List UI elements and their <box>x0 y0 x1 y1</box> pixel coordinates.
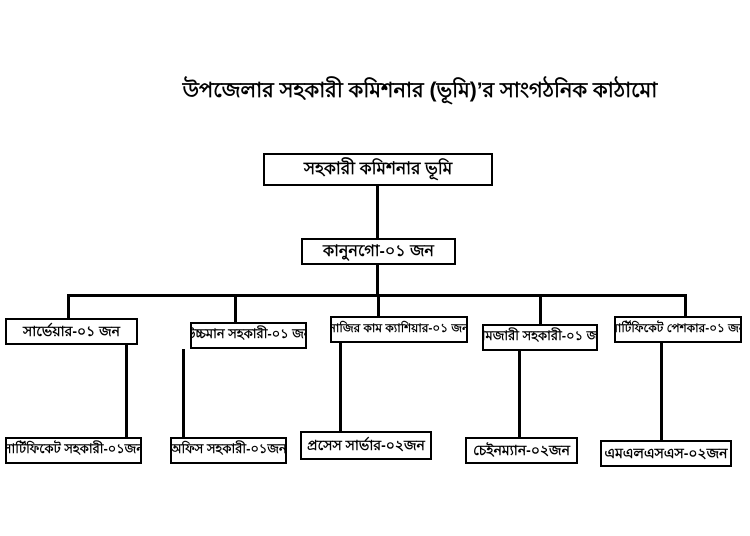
connector-vline <box>377 294 380 318</box>
node-nazir-cum-cashier: নাজির কাম ক্যাশিয়ার-০১ জন <box>330 316 468 343</box>
connector-vline <box>182 349 185 437</box>
node-certificate-assistant: সার্টিফিকেট সহকারী-০১জন <box>5 437 142 464</box>
connector-vline <box>684 294 687 318</box>
connector-vline <box>376 265 379 295</box>
node-assistant-commissioner-land: সহকারী কমিশনার ভূমি <box>263 153 493 186</box>
connector-vline <box>125 345 128 437</box>
connector-vline <box>660 343 663 440</box>
connector-vline <box>376 186 379 238</box>
node-higher-grade-assistant: উচ্চমান সহকারী-০১ জন <box>190 322 307 349</box>
connector-vline <box>67 294 70 320</box>
node-kanungo: কানুনগো-০১ জন <box>301 238 456 265</box>
page-title: উপজেলার সহকারী কমিশনার (ভূমি)’র সাংগঠনিক… <box>182 79 658 102</box>
node-mlss: এমএলএসএস-০২জন <box>600 440 732 467</box>
connector-vline <box>339 343 342 431</box>
connector-vline <box>539 294 542 326</box>
node-process-server: প্রসেস সার্ভার-০২জন <box>300 431 432 460</box>
connector-vline <box>518 351 521 437</box>
node-surveyor: সার্ভেয়ার-০১ জন <box>5 318 138 345</box>
node-chainman: চেইনম্যান-০২জন <box>465 437 578 464</box>
node-certificate-peshkar: সার্টিফিকেট পেশকার-০১ জন <box>614 316 742 343</box>
connector-vline <box>234 294 237 324</box>
node-mutation-assistant: নামজারী সহকারী-০১ জন <box>482 324 598 351</box>
node-office-assistant: অফিস সহকারী-০১জন <box>170 437 287 464</box>
